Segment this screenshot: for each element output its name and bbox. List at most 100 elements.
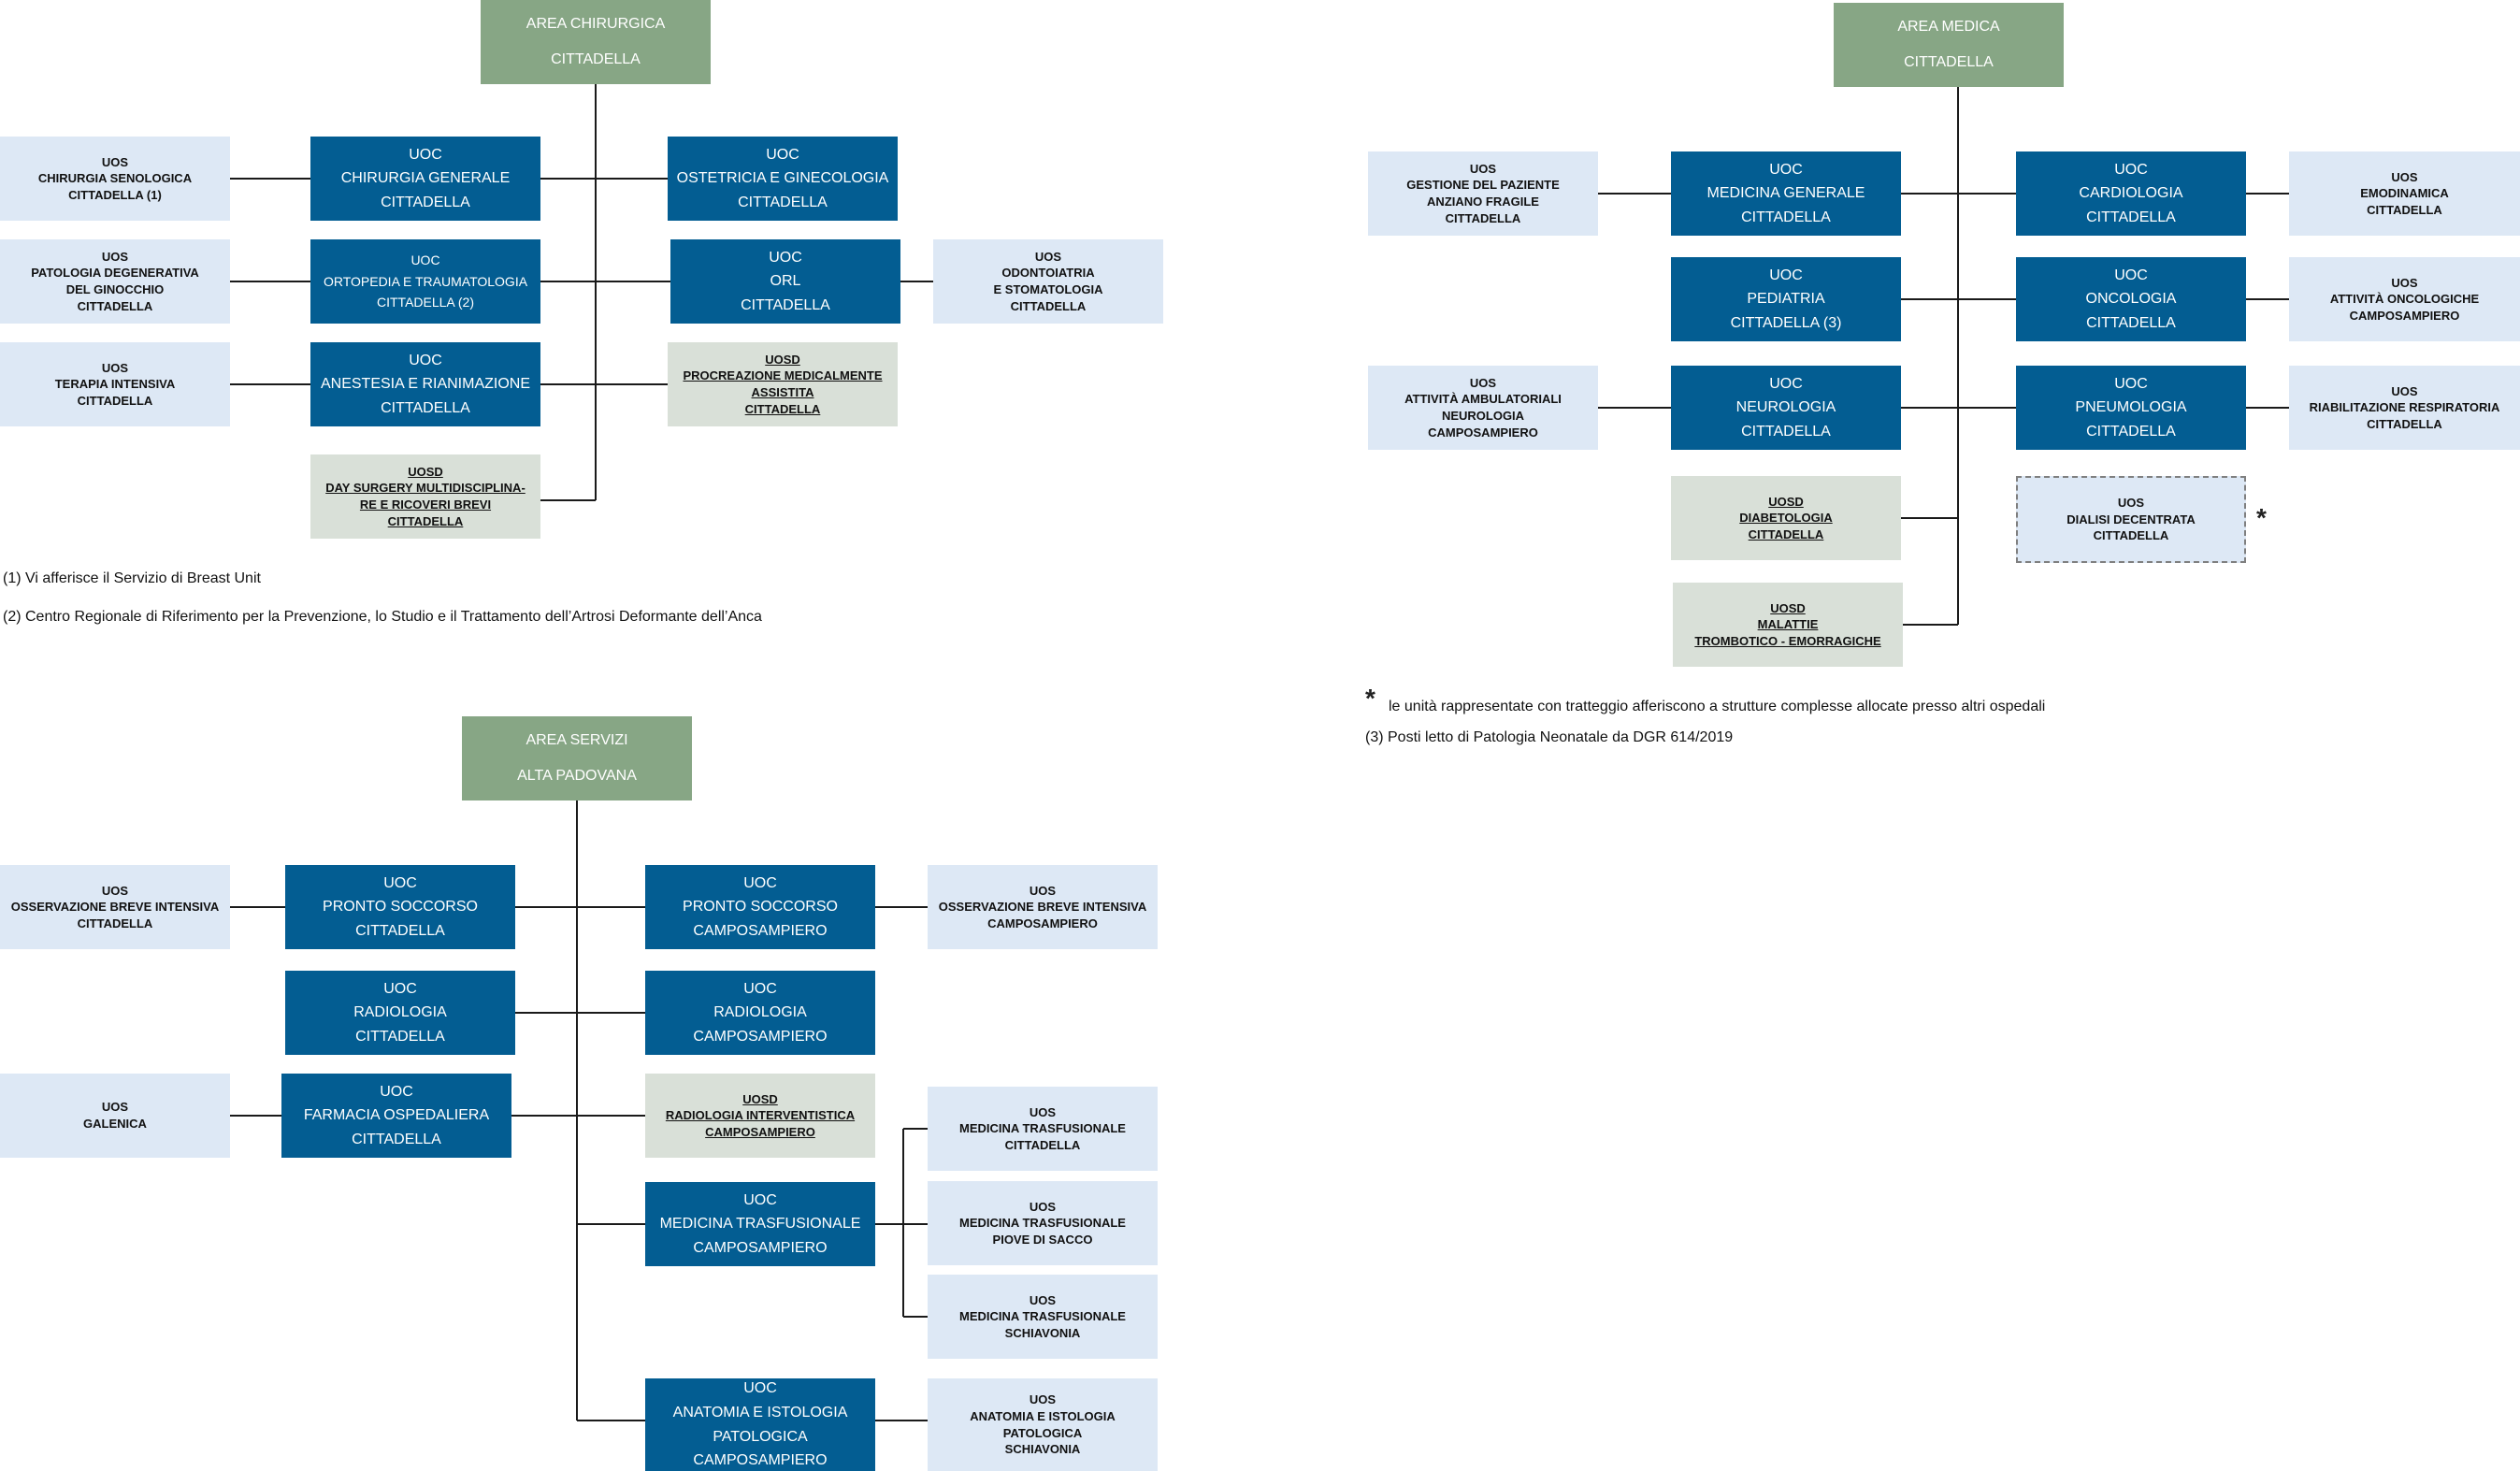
box-label-line: UOC — [766, 146, 799, 163]
box-label-line: RE E RICOVERI BREVI — [359, 498, 492, 512]
box-label-line: CITTADELLA — [355, 1028, 445, 1045]
box-label-line: CITTADELLA — [1741, 209, 1831, 225]
box-label-line: CARDIOLOGIA — [2079, 185, 2183, 202]
box-label-line: CITTADELLA — [2086, 423, 2176, 440]
box-label-line: RADIOLOGIA — [353, 1004, 447, 1021]
box-label-line: UOC — [410, 252, 440, 267]
box-label-line: OSSERVAZIONE BREVE INTENSIVA — [10, 900, 220, 915]
box-label-line: PATOLOGIA DEGENERATIVA — [31, 266, 199, 281]
box-label-line: CAMPOSAMPIERO — [693, 922, 828, 939]
box-label-line: GALENICA — [83, 1117, 147, 1131]
box-label-line: MEDICINA TRASFUSIONALE — [959, 1309, 1126, 1324]
box-label-line: CITTADELLA — [2367, 416, 2442, 431]
box-label-line: CITTADELLA — [355, 922, 445, 939]
box-label-line: RIABILITAZIONE RESPIRATORIA — [2309, 400, 2500, 415]
box-label-line: OSSERVAZIONE BREVE INTENSIVA — [938, 900, 1147, 915]
box-label-line: UOS — [2391, 275, 2418, 290]
box-label-line: CITTADELLA — [1748, 526, 1824, 541]
box-label-line: CHIRURGIA SENOLOGICA — [37, 171, 193, 186]
box-label-line: ATTIVITÀ AMBULATORIALI — [1404, 392, 1562, 407]
area-medica-box: AREA MEDICA CITTADELLA — [1834, 3, 2064, 87]
box-label-line: AREA MEDICA — [1897, 19, 2000, 36]
box-label-line: CITTADELLA — [381, 399, 470, 416]
box-label-line: DIALISI DECENTRATA — [2066, 512, 2196, 526]
box-label-line: EMODINAMICA — [2360, 186, 2449, 201]
box-label-line: UOC — [383, 874, 417, 891]
footnote-2: (2) Centro Regionale di Riferimento per … — [3, 609, 762, 625]
box-label-line: UOC — [1769, 161, 1803, 178]
box-label-line: CAMPOSAMPIERO — [1428, 425, 1538, 440]
box-label-line: UOC — [380, 1083, 413, 1100]
box-label-line: DAY SURGERY MULTIDISCIPLINA- — [325, 481, 526, 496]
box-label-line: ODONTOIATRIA — [1001, 266, 1095, 281]
box-label-line: CITTADELLA — [77, 393, 153, 408]
box-label-line: UOS — [101, 360, 129, 375]
box-label-line: UOS — [1469, 375, 1497, 390]
box-label-line: UOC — [1769, 267, 1803, 283]
box-label-line: CITTADELLA — [1010, 298, 1087, 313]
box-label-line: TERAPIA INTENSIVA — [54, 377, 176, 392]
box-label-line: OSTETRICIA E GINECOLOGIA — [676, 170, 889, 187]
box-label-line: UOC — [2114, 375, 2148, 392]
box-label-line: CAMPOSAMPIERO — [693, 1028, 828, 1045]
box-label-line: UOS — [2391, 383, 2418, 398]
box-label-line: UOS — [1029, 1104, 1057, 1119]
box-label-line: ORL — [770, 273, 801, 290]
box-label-line: SCHIAVONIA — [1004, 1325, 1081, 1340]
box-label-line: UOS — [101, 154, 129, 169]
uos-attivita-ambulatoriali-box: UOS ATTIVITÀ AMBULATORIALI NEUROLOGIA CAMPO… — [1368, 366, 1598, 450]
box-label-line: MEDICINA TRASFUSIONALE — [659, 1216, 861, 1233]
box-label-line: PATOLOGICA — [713, 1428, 808, 1445]
box-label-line: UOC — [409, 146, 442, 163]
footnote-1: (1) Vi afferisce il Servizio di Breast U… — [3, 570, 261, 586]
box-label-line: MALATTIE — [1757, 617, 1819, 632]
box-label-line: MEDICINA TRASFUSIONALE — [959, 1216, 1126, 1231]
box-label-line: NEUROLOGIA — [1441, 409, 1525, 423]
box-label-line: AREA SERVIZI — [526, 732, 628, 749]
box-label-line: CAMPOSAMPIERO — [705, 1124, 815, 1139]
box-label-line: ANESTESIA E RIANIMAZIONE — [320, 376, 531, 393]
box-label-line: RADIOLOGIA — [713, 1004, 807, 1021]
box-label-line: UOS — [1029, 883, 1057, 898]
box-label-line: UOS — [1029, 1292, 1057, 1307]
box-label-line: CITTADELLA — [744, 401, 821, 416]
box-label-line: ATTIVITÀ ONCOLOGICHE — [2329, 292, 2480, 307]
box-label-line: CITTADELLA — [77, 916, 153, 930]
box-label-line: UOSD — [1768, 494, 1804, 509]
box-label-line: PRONTO SOCCORSO — [683, 899, 838, 916]
box-label-line: UOS — [101, 883, 129, 898]
box-label-line: ASSISTITA — [751, 385, 814, 399]
box-label-line: PROCREAZIONE MEDICALMENTE — [683, 368, 883, 383]
box-label-line: UOC — [743, 980, 777, 997]
box-label-line: CITTADELLA — [1904, 54, 1994, 70]
footnote-3: (3) Posti letto di Patologia Neonatale d… — [1365, 729, 1734, 745]
box-label-line: CITTADELLA — [77, 298, 153, 313]
box-label-line: CITTADELLA — [741, 296, 830, 313]
box-label-line: E STOMATOLOGIA — [993, 282, 1103, 296]
box-label-line: CITTADELLA — [2086, 209, 2176, 225]
box-label-line: UOS — [2391, 169, 2418, 184]
box-label-line: MEDICINA TRASFUSIONALE — [959, 1121, 1126, 1136]
box-label-line: UOS — [101, 1100, 129, 1115]
box-label-line: CAMPOSAMPIERO — [693, 1239, 828, 1256]
